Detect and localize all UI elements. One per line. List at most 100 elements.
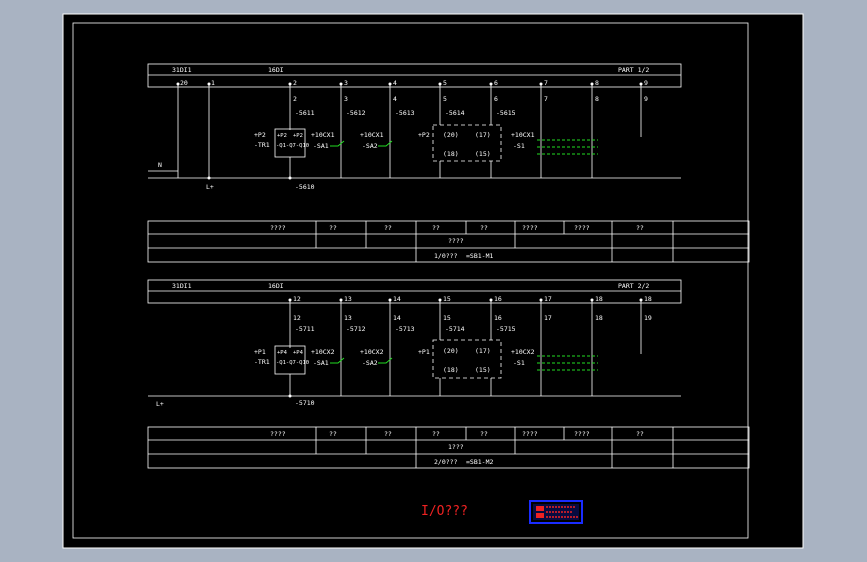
part-2-dev3-e: (15) xyxy=(475,366,491,374)
part-2-header-mid: 16DI xyxy=(268,282,284,290)
part-1-table-cell: ?? xyxy=(384,224,392,232)
part-2-sub-node: 16 xyxy=(494,314,502,322)
part-2-table-cell: ???? xyxy=(522,430,538,438)
part-2-dev4-a: +10CX2 xyxy=(511,348,535,356)
part-1-sub-node: 8 xyxy=(595,95,599,103)
part-1-dev3-e: (15) xyxy=(475,150,491,158)
node-dots xyxy=(176,82,643,398)
part-1-table-cell: ???? xyxy=(574,224,590,232)
stamp-logo xyxy=(529,500,583,524)
part-2-dev1-g: -SA1 xyxy=(313,359,329,367)
part-2-dev1-c: +P4 xyxy=(277,350,288,356)
part-1-dev3-c: (17) xyxy=(475,131,491,139)
part-2 xyxy=(147,279,750,469)
part-2-cable: -5715 xyxy=(496,325,516,333)
part-1-table-cell: ???? xyxy=(270,224,286,232)
part-1 xyxy=(147,63,750,263)
part-2-dev4-b: -S1 xyxy=(513,359,525,367)
part-2-node-label: 18 xyxy=(644,295,652,303)
part-1-table-row3: 1/0??? xyxy=(434,252,458,260)
part-1-sub-node: 7 xyxy=(544,95,548,103)
part-2-lplus: L+ xyxy=(156,400,164,408)
part-2-node-label: 15 xyxy=(443,295,451,303)
part-1-green-contacts xyxy=(330,139,598,155)
part-1-dev3-b: (20) xyxy=(443,131,459,139)
part-1-node-label: 20 xyxy=(180,79,188,87)
part-2-dev1-d: +P4 xyxy=(293,350,304,356)
part-1-table xyxy=(147,220,750,263)
part-1-dev1-a: +P2 xyxy=(254,131,266,139)
part-2-dev3-c: (17) xyxy=(475,347,491,355)
part-1-sub-node: 3 xyxy=(344,95,348,103)
part-1-header-box xyxy=(147,63,682,88)
part-2-table-row3b: =SB1-M2 xyxy=(466,458,493,466)
part-2-dev3-a: +P1 xyxy=(418,348,430,356)
part-1-cable: -5614 xyxy=(445,109,465,117)
part-2-node-label: 14 xyxy=(393,295,401,303)
part-2-dev2-a: +10CX2 xyxy=(360,348,384,356)
part-2-cable: -5711 xyxy=(295,325,315,333)
part-1-dev2-a: +10CX1 xyxy=(360,131,384,139)
part-2-dev2-b: -SA2 xyxy=(362,359,378,367)
part-1-table-row2: ???? xyxy=(448,237,464,245)
part-2-table-cell: ???? xyxy=(270,430,286,438)
part-1-table-cell: ?? xyxy=(432,224,440,232)
drawing-title: I/O??? xyxy=(421,504,468,519)
part-2-node-label: 12 xyxy=(293,295,301,303)
part-1-node-label: 3 xyxy=(344,79,348,87)
part-2-green-contacts xyxy=(330,355,598,371)
part-2-node-label: 13 xyxy=(344,295,352,303)
part-2-table-cell: ?? xyxy=(432,430,440,438)
part-1-dev1-d: +P2 xyxy=(293,133,303,139)
part-2-sub-node: 19 xyxy=(644,314,652,322)
part-1-dev1-e: -Q1-Q7-Q10 xyxy=(276,143,309,149)
part-1-node-label: 4 xyxy=(393,79,397,87)
part-1-header-right: PART 1/2 xyxy=(618,66,649,74)
part-1-header-mid: 16DI xyxy=(268,66,284,74)
part-2-sub-node: 13 xyxy=(344,314,352,322)
part-2-dev1-f: +10CX2 xyxy=(311,348,335,356)
part-2-sub-node: 14 xyxy=(393,314,401,322)
part-2-sub-node: 18 xyxy=(595,314,603,322)
part-2-table-cell: ?? xyxy=(329,430,337,438)
part-1-sub-node: 6 xyxy=(494,95,498,103)
part-2-table-row3: 2/0??? xyxy=(434,458,458,466)
part-2-header-right: PART 2/2 xyxy=(618,282,649,290)
part-1-header-left: 31DI1 xyxy=(172,66,192,74)
part-2-table-cell: ?? xyxy=(384,430,392,438)
part-1-dev1-c: +P2 xyxy=(277,133,287,139)
part-2-sub-node: 17 xyxy=(544,314,552,322)
part-1-sub-node: 9 xyxy=(644,95,648,103)
part-2-dev3-b: (20) xyxy=(443,347,459,355)
part-1-node-label: 6 xyxy=(494,79,498,87)
part-1-table-cell: ???? xyxy=(522,224,538,232)
part-2-cable: -5712 xyxy=(346,325,366,333)
part-2-sub-node: 15 xyxy=(443,314,451,322)
part-2-table-cell: ???? xyxy=(574,430,590,438)
part-2-header-box xyxy=(147,279,682,304)
part-1-cable: -5612 xyxy=(346,109,366,117)
part-1-dev4-a: +10CX1 xyxy=(511,131,535,139)
part-2-node-label: 18 xyxy=(595,295,603,303)
part-1-dev3-box xyxy=(432,124,502,162)
part-1-node-label: 7 xyxy=(544,79,548,87)
part-1-dev2-b: -SA2 xyxy=(362,142,378,150)
part-1-table-cell: ?? xyxy=(636,224,644,232)
part-1-dev4-b: -S1 xyxy=(513,142,525,150)
part-1-sub-node: 5 xyxy=(443,95,447,103)
part-2-node-label: 17 xyxy=(544,295,552,303)
part-2-cable: -5713 xyxy=(395,325,415,333)
part-1-node-label: 1 xyxy=(211,79,215,87)
part-2-bottom-cable: -5710 xyxy=(295,399,315,407)
part-1-dev1-b: -TR1 xyxy=(254,141,270,149)
part-2-table-cell: ?? xyxy=(636,430,644,438)
part-2-dev1-e: -Q1-Q7-Q10 xyxy=(276,360,309,366)
part-2-header-left: 31DI1 xyxy=(172,282,192,290)
part-1-cable: -5611 xyxy=(295,109,315,117)
part-1-node-label: 9 xyxy=(644,79,648,87)
part-1-dev3-d: (18) xyxy=(443,150,459,158)
part-1-sub-node: 4 xyxy=(393,95,397,103)
part-2-table xyxy=(147,426,750,469)
part-1-cable: -5613 xyxy=(395,109,415,117)
part-1-dev1-g: -SA1 xyxy=(313,142,329,150)
